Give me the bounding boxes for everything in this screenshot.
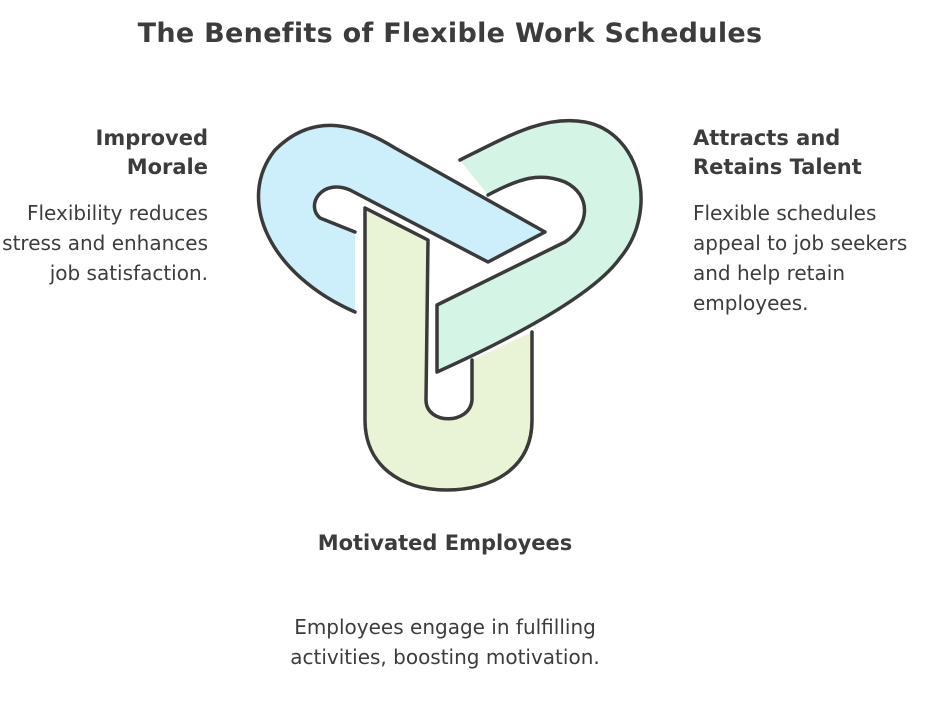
morale-heading: Improved Morale	[95, 126, 208, 179]
motivation-loop-fill	[365, 208, 532, 490]
motivation-loop-outline	[363, 206, 534, 492]
morale-description: Flexibility reduces stress and enhances …	[2, 201, 208, 285]
morale-loop-outline	[256, 123, 547, 314]
motivation-heading: Motivated Employees	[317, 531, 573, 555]
talent-heading: Attracts and Retains Talent	[693, 126, 862, 179]
morale-loop-fill	[258, 125, 545, 312]
talent-loop-fill	[437, 120, 642, 372]
diagram-title: The Benefits of Flexible Work Schedules	[137, 18, 763, 49]
motivation-description: Employees engage in fulfilling activitie…	[290, 615, 600, 669]
talent-description: Flexible schedules appeal to job seekers…	[693, 201, 908, 315]
talent-loop-outline	[435, 118, 643, 374]
